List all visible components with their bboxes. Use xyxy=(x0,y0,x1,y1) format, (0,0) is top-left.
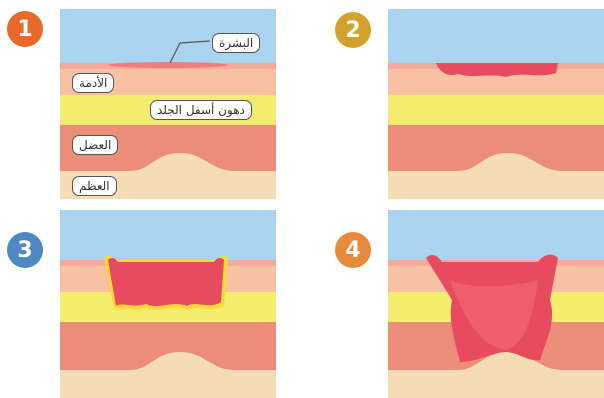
stage-3-panel xyxy=(60,210,276,398)
dermis-label: الأدمة xyxy=(72,73,114,93)
step-4-badge: 4 xyxy=(335,232,371,268)
stage-2-skin-layers xyxy=(388,9,604,199)
stage-4-skin-layers xyxy=(388,210,604,398)
bone-label: العظم xyxy=(72,176,117,196)
muscle-label: العضل xyxy=(72,135,118,155)
stage-4-panel xyxy=(388,210,604,398)
epidermis-pointer xyxy=(60,9,276,69)
step-1-badge: 1 xyxy=(7,11,43,47)
step-2-badge: 2 xyxy=(335,12,371,48)
stage-2-panel xyxy=(388,9,604,199)
subcutaneous-fat-label: دهون أسفل الجلد xyxy=(150,100,252,120)
stage-3-skin-layers xyxy=(60,210,276,398)
step-3-badge: 3 xyxy=(7,232,43,268)
stage-1-panel: البشرة الأدمة دهون أسفل الجلد العضل العظ… xyxy=(60,9,276,199)
